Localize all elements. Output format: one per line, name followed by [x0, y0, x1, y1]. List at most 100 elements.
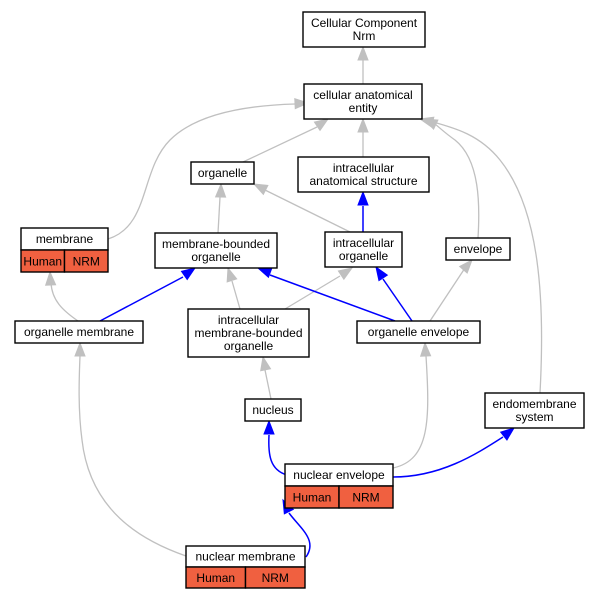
edge-cellular-anatomical-entity-to-cellular-component-nrm [357, 45, 369, 84]
node-organelle[interactable]: organelle [190, 161, 255, 185]
arrow-head-icon [294, 97, 310, 110]
node-box [484, 392, 585, 429]
edge-intracellular-anatomical-structure-to-cellular-anatomical-entity [357, 117, 369, 157]
edge-intracellular-organelle-to-organelle [252, 183, 351, 233]
edge-line [99, 276, 184, 322]
edge-line [231, 280, 241, 310]
tag-label-nrm: NRM [73, 255, 100, 269]
node-label: system [515, 410, 553, 424]
node-label: organelle [191, 250, 241, 264]
arrow-head-icon [337, 267, 354, 281]
node-label: organelle [198, 166, 248, 180]
node-organelle-envelope[interactable]: organelle envelope [356, 320, 481, 344]
edge-intracellular-organelle-to-intracellular-anatomical-structure [357, 190, 369, 232]
edge-line [264, 189, 351, 233]
tag-label-human: Human [293, 491, 332, 505]
node-box [244, 398, 302, 422]
node-label: organelle envelope [368, 325, 470, 339]
edge-envelope-to-cellular-anatomical-entity [422, 118, 480, 239]
node-label: cellular anatomical [313, 88, 412, 102]
tag-label-nrm: NRM [352, 491, 379, 505]
node-label: organelle [339, 249, 389, 263]
edge-line [432, 121, 543, 394]
tag-label-human: Human [23, 255, 62, 269]
arrow-head-icon [263, 419, 275, 435]
node-label: membrane [36, 232, 94, 246]
node-box [154, 232, 278, 269]
edge-endomembrane-system-to-cellular-anatomical-entity [418, 116, 543, 394]
edge-line [284, 275, 341, 310]
edge-line [269, 274, 396, 322]
edge-organelle-membrane-to-membrane-bounded-organelle [99, 267, 197, 322]
node-label: intracellular [218, 313, 279, 327]
tag-cell [338, 485, 394, 509]
node-box [187, 308, 310, 358]
edge-line [78, 355, 187, 557]
edge-organelle-to-cellular-anatomical-entity [242, 118, 330, 163]
edge-layer [44, 45, 543, 558]
edge-membrane-bounded-organelle-to-organelle [214, 182, 227, 234]
edge-line [217, 196, 221, 234]
edge-nucleus-to-intracellular-membrane-bounded-organelle [260, 355, 272, 400]
edge-line [434, 123, 480, 239]
node-label: nuclear envelope [293, 468, 385, 482]
arrow-head-icon [313, 118, 330, 132]
arrow-head-icon [256, 267, 273, 279]
arrow-head-icon [226, 266, 238, 283]
node-label: endomembrane [492, 397, 576, 411]
edge-line [242, 126, 318, 163]
tag-label-nrm: NRM [262, 571, 289, 585]
node-label: intracellular [333, 161, 394, 175]
node-box [14, 320, 144, 344]
edge-organelle-membrane-to-membrane [44, 270, 79, 322]
node-label: Nrm [353, 29, 376, 43]
edge-nuclear-envelope-to-nucleus [263, 419, 288, 476]
node-label: nuclear membrane [195, 550, 295, 564]
node-label: organelle membrane [24, 325, 134, 339]
arrow-head-icon [357, 45, 369, 61]
edge-line [264, 369, 272, 400]
node-box [302, 11, 426, 48]
node-nucleus[interactable]: nucleus [244, 398, 302, 422]
node-box [324, 231, 403, 268]
arrow-head-icon [357, 117, 369, 133]
arrow-head-icon [260, 355, 272, 372]
edge-nuclear-membrane-to-organelle-membrane [74, 341, 187, 557]
arrow-head-icon [357, 190, 369, 206]
node-organelle-membrane[interactable]: organelle membrane [14, 320, 144, 344]
node-label: organelle [224, 339, 274, 353]
node-label: envelope [454, 242, 503, 256]
tag-label-human: Human [196, 571, 235, 585]
node-box [356, 320, 481, 344]
edge-intracellular-membrane-bounded-organelle-to-intracellular-organelle [284, 267, 354, 310]
arrow-head-icon [74, 341, 86, 357]
node-envelope[interactable]: envelope [445, 237, 511, 261]
edge-organelle-envelope-to-intracellular-organelle [375, 265, 413, 322]
edge-organelle-envelope-to-envelope [429, 258, 473, 322]
edge-line [392, 436, 504, 478]
node-label: Cellular Component [311, 16, 418, 30]
edge-line [107, 103, 296, 240]
tag-cell [63, 249, 109, 273]
edge-nuclear-envelope-to-endomembrane-system [392, 427, 516, 478]
edge-nuclear-envelope-to-organelle-envelope [392, 341, 432, 469]
arrow-head-icon [418, 116, 435, 128]
arrow-head-icon [252, 183, 269, 196]
node-box [190, 161, 255, 185]
node-label: nucleus [252, 403, 293, 417]
tag-cell [244, 566, 306, 589]
edge-line [268, 434, 288, 476]
edge-membrane-to-cellular-anatomical-entity [107, 97, 310, 240]
